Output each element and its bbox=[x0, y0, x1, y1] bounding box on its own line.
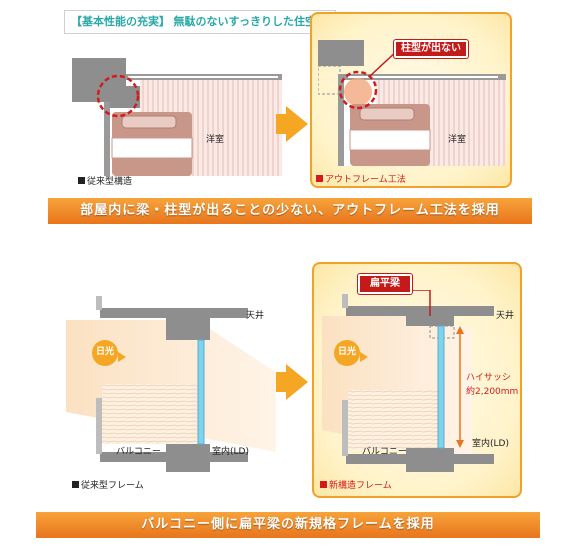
ok-circle bbox=[338, 70, 378, 110]
left-indoor-label: 室内(LD) bbox=[212, 447, 249, 457]
right-room-label: 洋室 bbox=[448, 135, 467, 145]
balcony-wall-lower bbox=[96, 398, 102, 454]
caption-marker bbox=[78, 177, 85, 184]
caption-marker bbox=[72, 481, 79, 488]
left-balcony-label: バルコニー bbox=[116, 447, 161, 457]
dim-arrow-bottom bbox=[456, 440, 464, 448]
highlight-glow bbox=[344, 78, 372, 106]
top-banner: 部屋内に梁・柱型が出ることの少ない、アウトフレーム工法を採用 bbox=[48, 198, 532, 224]
caption-marker bbox=[316, 175, 323, 182]
blinds-area bbox=[102, 384, 198, 444]
right-frame-caption: 新構造フレーム bbox=[320, 478, 392, 491]
pillar-notch bbox=[110, 86, 140, 108]
left-caption-text: 従来型構造 bbox=[87, 177, 133, 187]
sun-arrow-icon bbox=[360, 352, 368, 362]
balcony-wall bbox=[342, 294, 348, 308]
left-room-label: 洋室 bbox=[206, 135, 225, 145]
no-pillar-callout: 柱型が出ない bbox=[394, 40, 468, 58]
right-frame-caption-text: 新構造フレーム bbox=[329, 481, 392, 491]
dim-arrow-top bbox=[456, 326, 464, 334]
sun-arrow-icon bbox=[118, 352, 126, 362]
sun-icon: 日光 bbox=[92, 340, 118, 366]
wall-top-white bbox=[128, 76, 278, 78]
conventional-structure-diagram bbox=[72, 58, 282, 176]
pillow bbox=[359, 107, 415, 121]
flat-beam-callout: 扁平梁 bbox=[358, 274, 412, 294]
left-frame-caption-text: 従来型フレーム bbox=[81, 481, 144, 491]
left-caption: 従来型構造 bbox=[78, 174, 132, 187]
pillar-outline bbox=[318, 65, 341, 95]
wall-top-white bbox=[348, 76, 498, 78]
arrow-body-top bbox=[276, 114, 286, 134]
blinds-area bbox=[348, 390, 444, 450]
left-frame-caption: 従来型フレーム bbox=[72, 478, 144, 491]
right-indoor-label: 室内(LD) bbox=[472, 439, 509, 449]
pillow bbox=[121, 115, 177, 129]
blanket bbox=[111, 137, 193, 159]
wall-left bbox=[104, 102, 110, 176]
blanket bbox=[349, 129, 431, 151]
window-glass bbox=[437, 325, 445, 449]
header-text: 無駄のないすっきりした住空間 bbox=[173, 15, 328, 28]
sash-label-line1: ハイサッシ bbox=[466, 373, 511, 383]
header-label: 【基本性能の充実】 無駄のないすっきりした住空間 bbox=[64, 10, 337, 34]
window-glass bbox=[197, 339, 205, 445]
header-tag: 【基本性能の充実】 bbox=[71, 15, 170, 28]
arrow-right-icon bbox=[286, 106, 308, 142]
beam bbox=[166, 308, 210, 340]
floor-beam bbox=[406, 448, 454, 472]
callout-leader bbox=[369, 49, 399, 77]
bottom-banner: バルコニー側に扁平梁の新規格フレームを採用 bbox=[36, 512, 540, 538]
arrow-body-bottom bbox=[276, 372, 286, 392]
new-frame-diagram bbox=[322, 290, 494, 472]
wall-left bbox=[338, 74, 344, 166]
right-caption-text: アウトフレーム工法 bbox=[325, 175, 406, 185]
right-balcony-label: バルコニー bbox=[362, 447, 407, 457]
arrow-right-icon bbox=[286, 364, 308, 400]
right-ceiling-label: 天井 bbox=[496, 311, 515, 321]
left-ceiling-label: 天井 bbox=[246, 311, 265, 321]
pillar bbox=[318, 40, 364, 66]
balcony-wall bbox=[96, 296, 102, 310]
floor-beam bbox=[166, 444, 210, 472]
sash-label-line2: 約2,200mm bbox=[466, 387, 519, 397]
caption-marker bbox=[320, 481, 327, 488]
balcony-wall-lower bbox=[342, 400, 348, 456]
problem-circle bbox=[96, 74, 140, 118]
sun-icon: 日光 bbox=[334, 340, 360, 366]
right-caption: アウトフレーム工法 bbox=[316, 172, 406, 185]
outframe-structure-diagram bbox=[318, 40, 506, 166]
